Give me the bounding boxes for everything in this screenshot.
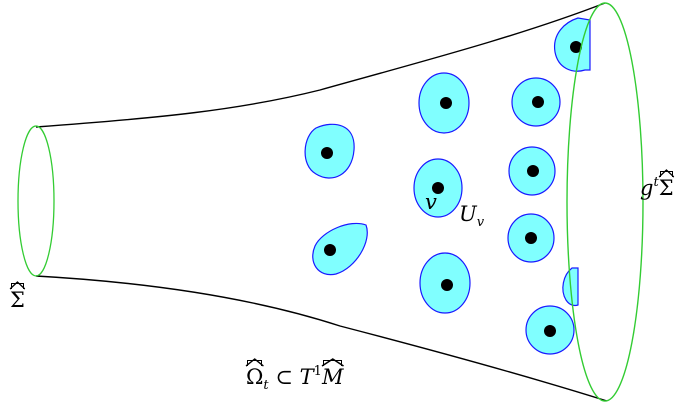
tube-top-edge <box>35 2 606 128</box>
right-cross-section <box>566 2 644 402</box>
neighbourhood-blob <box>553 17 591 72</box>
left-cross-section <box>17 125 55 277</box>
u-v-label: Uv <box>459 202 485 230</box>
tube-bottom-edge <box>35 275 608 402</box>
neighbourhood-blob <box>312 222 368 276</box>
neighbourhood-blob <box>525 305 575 355</box>
neighbourhood-blob <box>419 252 471 314</box>
neighbourhood-blob <box>418 72 470 134</box>
neighbourhood-blob <box>507 213 555 263</box>
g-t-sigma-hat-label: gt Σ <box>640 169 674 199</box>
neighbourhood-blob <box>304 123 355 179</box>
neighbourhood-blob <box>511 77 561 127</box>
v-label: v <box>425 190 437 214</box>
omega-t-subset-label: Ω t ⊂ T1 M <box>245 358 344 392</box>
sigma-hat-label: Σ <box>9 281 26 311</box>
neighbourhood-blob <box>508 146 556 196</box>
neighbourhood-blob-v <box>413 158 463 218</box>
